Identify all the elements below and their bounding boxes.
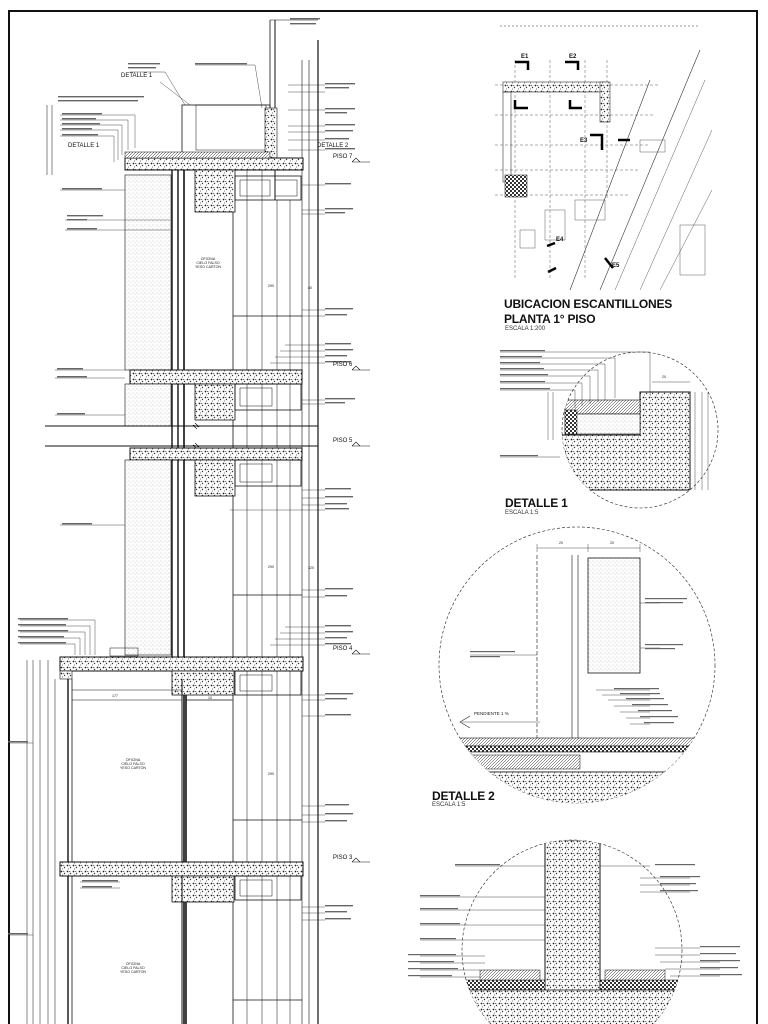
dimension-lines: [26, 105, 232, 1024]
level-markers: [351, 157, 370, 863]
dimension-290-b: 290: [268, 565, 274, 569]
level-tag-piso-5: PISO 5: [333, 438, 353, 444]
detail-1-dimension: 20: [662, 375, 666, 379]
detail-2-drawing: [438, 526, 716, 804]
location-plan: [495, 25, 713, 291]
location-plan-scale: ESCALA 1:200: [505, 326, 546, 332]
level-tag-piso-3: PISO 3: [333, 855, 353, 861]
wall-section: [32, 19, 319, 1024]
detail-callout-left: DETALLE 1: [68, 143, 100, 149]
level-tag-piso-6: PISO 6: [333, 362, 353, 368]
detail-2-dimension-a: 20: [559, 541, 563, 545]
detail-2-slope-note: PENDIENTE 1 %: [474, 711, 509, 716]
annotation-notes: [8, 18, 742, 977]
detail-2-scale: ESCALA 1:5: [432, 802, 466, 808]
level-tag-piso-7: PISO 7: [333, 154, 353, 160]
location-plan-title-line1: UBICACION ESCANTILLONES: [504, 297, 673, 311]
dimension-10: 10: [208, 696, 212, 700]
detail-callout-right: DETALLE 2: [317, 143, 349, 149]
plan-marker-e4: E4: [556, 237, 564, 243]
leader-lines-right: [230, 84, 325, 921]
dimension-290-c: 290: [268, 772, 274, 776]
detail-2-title: DETALLE 2: [432, 789, 495, 803]
sheet-frame: [8, 10, 758, 1024]
dimension-177: 177: [112, 694, 118, 698]
level-tag-piso-4: PISO 4: [333, 646, 353, 652]
dimension-80: 80: [308, 286, 312, 290]
detail-2-dimension-b: 20: [610, 541, 614, 545]
detail-3-drawing: [420, 839, 720, 1024]
plan-marker-e3: E3: [580, 138, 588, 144]
plan-marker-e1: E1: [521, 54, 529, 60]
dimension-290-a: 290: [268, 284, 274, 288]
plan-marker-e2: E2: [569, 54, 577, 60]
detail-1-title: DETALLE 1: [505, 496, 568, 510]
detail-callout-top: DETALLE 1: [121, 73, 153, 79]
location-plan-title-line2: PLANTA 1° PISO: [504, 312, 596, 326]
detail-1-scale: ESCALA 1:5: [505, 510, 539, 516]
leader-lines-left: [8, 64, 263, 936]
dimension-320: 320: [308, 566, 314, 570]
detail-1-drawing: [500, 351, 719, 509]
plan-marker-e5: E5: [612, 263, 620, 269]
